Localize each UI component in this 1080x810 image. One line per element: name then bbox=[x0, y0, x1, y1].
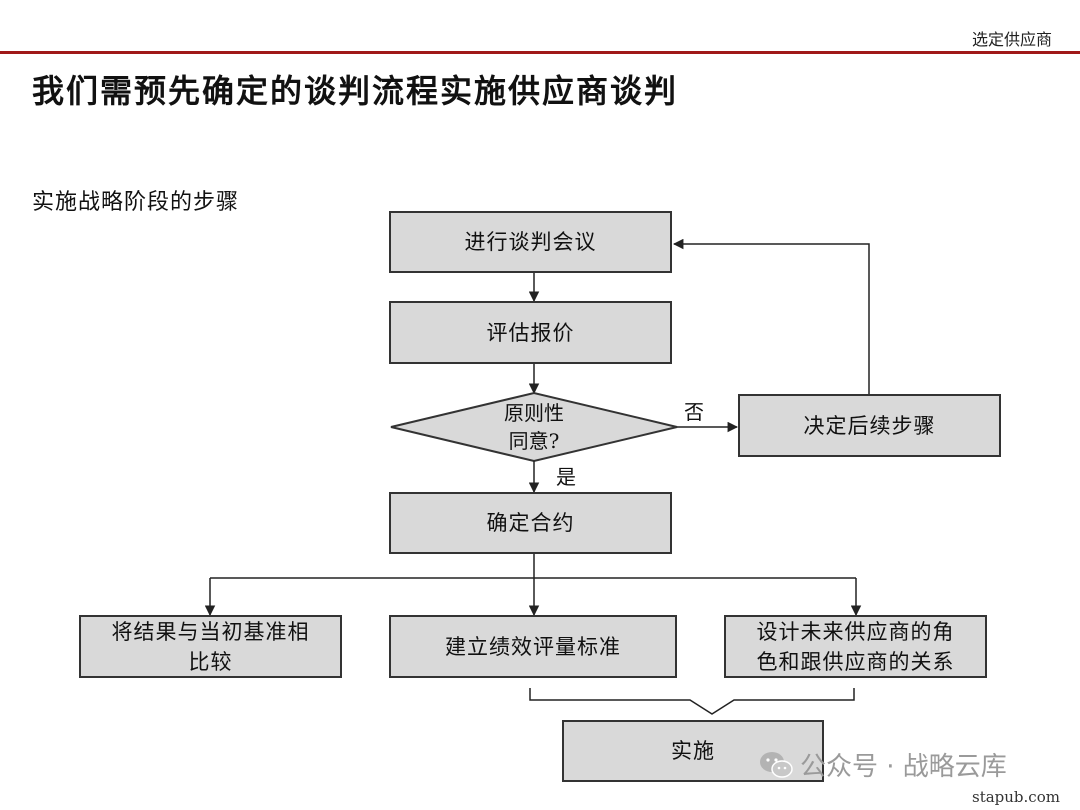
branch-metrics-label: 建立绩效评量标准 bbox=[445, 634, 621, 659]
merge-brace bbox=[529, 688, 855, 715]
step-next-box: 决定后续步骤 bbox=[738, 394, 1001, 457]
step-contract-box: 确定合约 bbox=[389, 492, 672, 554]
label-yes: 是 bbox=[556, 465, 576, 489]
watermark-text: 公众号 · 战略云库 bbox=[800, 752, 1007, 782]
branch-design-line-1: 设计未来供应商的角 bbox=[756, 619, 955, 644]
branch-compare-box: 将结果与当初基准相 比较 bbox=[79, 615, 342, 678]
watermark: 公众号 · 战略云库 bbox=[758, 746, 1007, 783]
decision-line-2: 同意? bbox=[508, 429, 560, 453]
branch-compare-line-2: 比较 bbox=[188, 649, 233, 674]
step-contract-label: 确定合约 bbox=[486, 511, 575, 535]
step-evaluate-label: 评估报价 bbox=[486, 320, 575, 345]
branch-compare-line-1: 将结果与当初基准相 bbox=[111, 619, 310, 644]
step-meeting-box: 进行谈判会议 bbox=[389, 211, 672, 273]
arrow-next-meeting bbox=[672, 238, 870, 394]
decision-label: 原则性 同意? bbox=[474, 399, 594, 455]
step-evaluate-box: 评估报价 bbox=[389, 301, 672, 364]
branch-design-line-2: 色和跟供应商的关系 bbox=[756, 649, 955, 674]
site-mark: stapub.com bbox=[972, 788, 1060, 806]
page-title: 我们需预先确定的谈判流程实施供应商谈判 bbox=[32, 72, 679, 110]
subtitle: 实施战略阶段的步骤 bbox=[32, 190, 240, 215]
header-rule bbox=[0, 51, 1080, 54]
step-next-label: 决定后续步骤 bbox=[803, 413, 936, 438]
section-label: 选定供应商 bbox=[971, 30, 1052, 49]
branch-design-box: 设计未来供应商的角 色和跟供应商的关系 bbox=[724, 615, 987, 678]
step-meeting-label: 进行谈判会议 bbox=[464, 230, 597, 254]
decision-line-1: 原则性 bbox=[504, 401, 564, 425]
wechat-icon bbox=[760, 751, 793, 778]
branch-metrics-box: 建立绩效评量标准 bbox=[389, 615, 677, 678]
step-implement-label: 实施 bbox=[671, 739, 715, 763]
label-no: 否 bbox=[684, 400, 704, 424]
